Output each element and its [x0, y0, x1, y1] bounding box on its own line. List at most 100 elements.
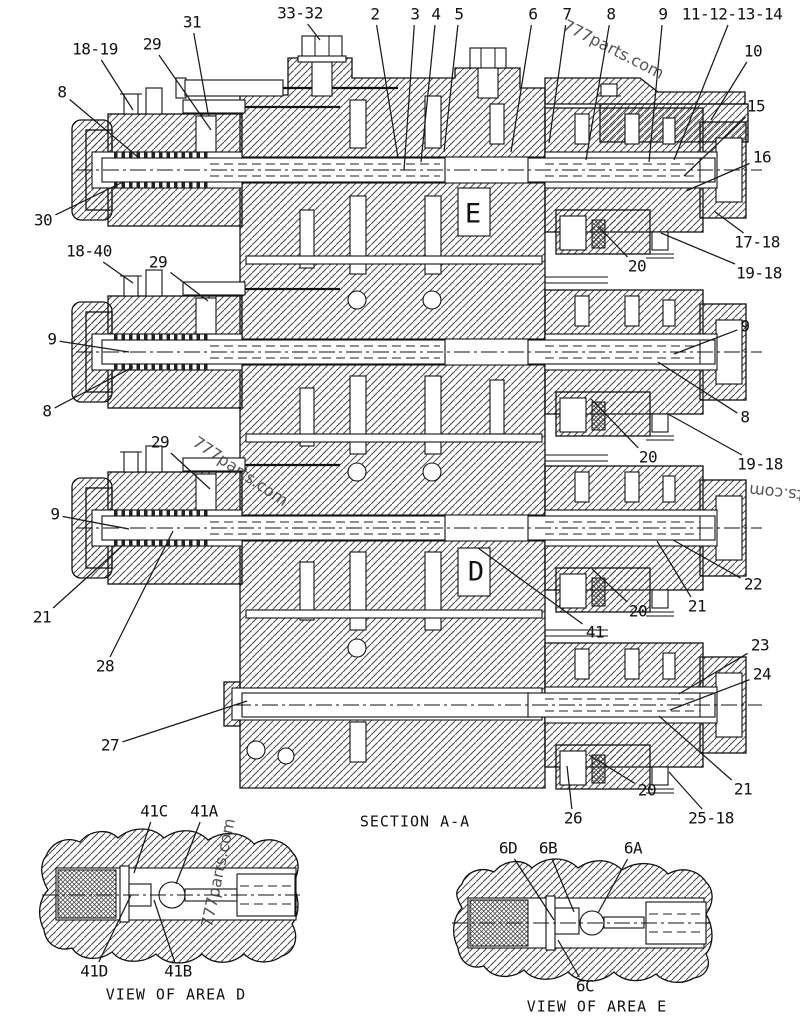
callout-leader-3 [403, 24, 415, 171]
callout-label-27: 27 [101, 736, 119, 755]
callout-label-6C: 6C [576, 977, 594, 996]
callout-leader-41A [175, 821, 201, 885]
watermark: 777parts.com [560, 15, 667, 82]
callout-label-11-12-13-14: 11-12-13-14 [682, 5, 782, 24]
callout-leader-9 [62, 515, 130, 530]
right-housing-row3 [527, 465, 747, 617]
retainer-41d [119, 865, 130, 923]
callout-leader-31 [193, 32, 209, 114]
callout-leader-21 [656, 540, 692, 598]
callout-leader-18-40 [102, 261, 134, 284]
callout-label-17-18: 17-18 [734, 233, 780, 252]
callout-label-8: 8 [740, 408, 749, 427]
callout-label-30: 30 [34, 211, 52, 230]
callout-label-31: 31 [183, 13, 201, 32]
callout-leader-6C [557, 939, 580, 978]
callout-leader-9 [673, 329, 738, 355]
callout-label-6B: 6B [539, 839, 557, 858]
callout-label-15: 15 [747, 97, 765, 116]
callout-label-22: 22 [744, 575, 762, 594]
callout-leader-20 [591, 568, 628, 603]
view-area-e-title: VIEW OF AREA E [527, 998, 667, 1016]
callout-label-9: 9 [740, 317, 749, 336]
callout-label-9: 9 [658, 5, 667, 24]
callout-leader-16 [685, 162, 750, 192]
callout-label-20: 20 [629, 602, 647, 621]
callout-leader-23 [678, 652, 748, 695]
callout-label-41C: 41C [140, 802, 167, 821]
callout-label-20: 20 [639, 448, 657, 467]
valve-body [239, 57, 546, 789]
callout-label-6D: 6D [499, 839, 517, 858]
callout-leader-17-18 [713, 210, 744, 234]
callout-leader-6 [510, 24, 533, 153]
callout-leader-24 [669, 679, 750, 711]
callout-leader-8 [585, 24, 610, 161]
callout-leader-9 [648, 24, 663, 163]
callout-leader-21 [52, 544, 124, 609]
callout-leader-20 [588, 754, 635, 784]
callout-leader-29 [170, 271, 209, 302]
valve-body-ports [245, 95, 543, 765]
callout-label-10: 10 [744, 42, 762, 61]
section-title: SECTION A-A [360, 813, 470, 831]
callout-label-6: 6 [528, 5, 537, 24]
spring-area-d [57, 869, 117, 919]
callout-leader-6D [513, 858, 555, 921]
callout-leader-29 [158, 54, 212, 131]
callout-leader-29 [170, 452, 211, 490]
hex-bolt-33-32 [297, 35, 347, 97]
stud-row1 [184, 79, 284, 97]
callout-label-28: 28 [96, 657, 114, 676]
area-letters: ED [465, 199, 484, 588]
callout-leader-10 [710, 61, 748, 121]
callout-leader-7 [548, 24, 567, 144]
pin-6b [554, 907, 580, 935]
callout-label-9: 9 [50, 505, 59, 524]
callout-label-9: 9 [47, 330, 56, 349]
callout-leader-9 [59, 340, 130, 353]
callout-leader-28 [109, 530, 174, 658]
right-housing-row2 [527, 289, 747, 441]
callout-label-41B: 41B [164, 962, 191, 981]
callout-label-20: 20 [638, 781, 656, 800]
callout-label-18-19: 18-19 [72, 40, 118, 59]
callout-label-3: 3 [410, 5, 419, 24]
callout-leader-11-12-13-14 [673, 24, 729, 161]
callout-leader-5 [443, 24, 459, 153]
callout-label-25-18: 25-18 [688, 809, 734, 828]
callout-leader-6A [597, 858, 629, 914]
callout-label-16: 16 [753, 148, 771, 167]
callout-leader-8 [54, 366, 134, 409]
right-housing-row1 [527, 107, 747, 259]
callout-leader-18-19 [100, 59, 134, 111]
callout-leader-8 [657, 361, 738, 414]
callout-label-41D: 41D [80, 962, 107, 981]
callout-label-21: 21 [33, 608, 51, 627]
callout-leader-41B [153, 899, 176, 963]
callout-label-41A: 41A [190, 802, 218, 821]
area-letter-E: E [465, 199, 481, 230]
view-area-d-title: VIEW OF AREA D [106, 986, 246, 1004]
callout-leader-41D [98, 894, 132, 963]
callout-leader-8 [69, 99, 140, 159]
callout-leader-4 [420, 24, 436, 163]
callout-label-8: 8 [57, 83, 66, 102]
callout-label-5: 5 [454, 5, 463, 24]
callout-leader-19-18 [667, 413, 743, 456]
callout-label-41: 41 [586, 623, 604, 642]
view-area-e-drawing [452, 858, 713, 984]
callout-leader-20 [590, 398, 639, 449]
callout-label-6A: 6A [624, 839, 643, 858]
callout-label-4: 4 [431, 5, 440, 24]
callout-leader-33-32 [307, 23, 321, 41]
main-section-drawing [72, 35, 762, 794]
callout-leader-41 [477, 547, 583, 625]
callout-leader-2 [375, 24, 399, 159]
watermark: ts.com [748, 481, 800, 506]
right-housing-row4 [527, 642, 747, 794]
area-letter-D: D [468, 557, 484, 588]
callout-label-19-18: 19-18 [736, 264, 782, 283]
callout-leader-26 [566, 765, 573, 810]
